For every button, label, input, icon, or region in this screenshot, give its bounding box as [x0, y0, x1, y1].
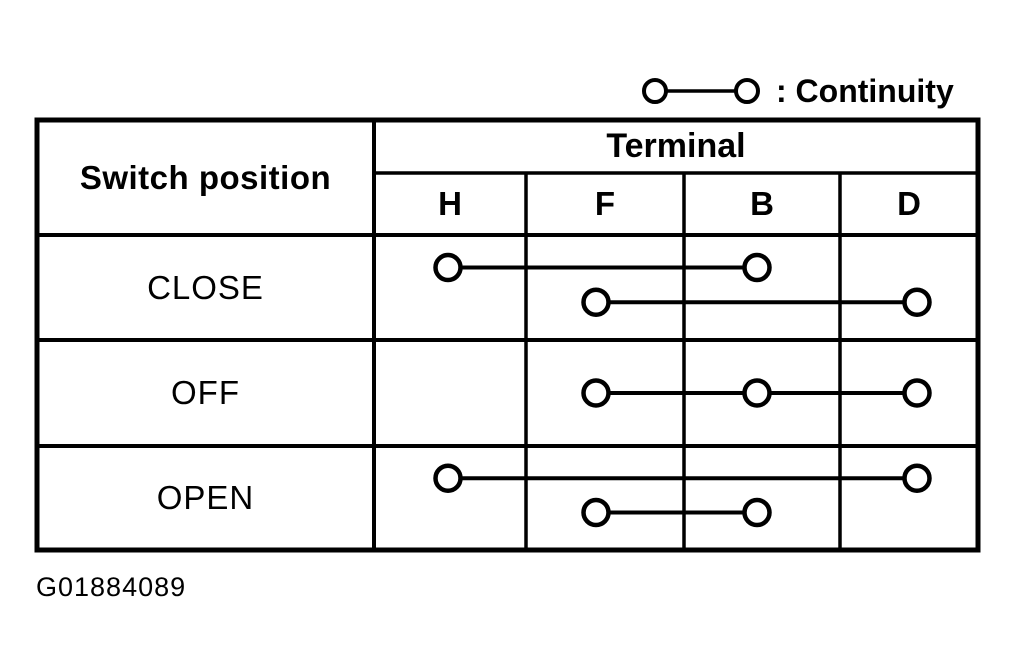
terminal-circle	[581, 287, 611, 317]
continuity-symbol-icon	[642, 78, 760, 104]
continuity-connections	[433, 252, 932, 528]
terminal-circle	[902, 463, 932, 493]
terminal-circle	[742, 378, 772, 408]
terminal-header-f: F	[594, 185, 616, 222]
terminal-circle	[433, 252, 463, 283]
continuity-connection	[581, 287, 932, 317]
legend: : Continuity	[640, 68, 954, 114]
terminal-circle	[433, 463, 463, 493]
continuity-connection	[433, 463, 932, 493]
terminal-group-header: Terminal	[606, 127, 746, 165]
terminal-circle	[742, 497, 772, 528]
row-label-off: OFF	[171, 374, 240, 411]
continuity-connection	[433, 252, 772, 283]
terminal-header-h: H	[438, 185, 462, 222]
table-grid	[34, 117, 981, 553]
legend-label: : Continuity	[776, 72, 954, 109]
terminal-circle	[581, 497, 611, 528]
row-label-open: OPEN	[156, 479, 255, 516]
table-outer-border	[34, 117, 981, 553]
terminal-header-d: D	[897, 185, 921, 222]
row-label-close: CLOSE	[147, 268, 264, 306]
terminal-circle	[902, 378, 932, 408]
continuity-connection	[581, 378, 932, 408]
figure-code: G01884089	[36, 572, 187, 602]
terminal-header-b: B	[750, 185, 774, 222]
corner-header: Switch position	[79, 158, 332, 196]
continuity-connection	[581, 497, 772, 528]
terminal-circle	[902, 287, 932, 317]
terminal-circle	[742, 252, 772, 283]
terminal-circle	[581, 378, 611, 408]
